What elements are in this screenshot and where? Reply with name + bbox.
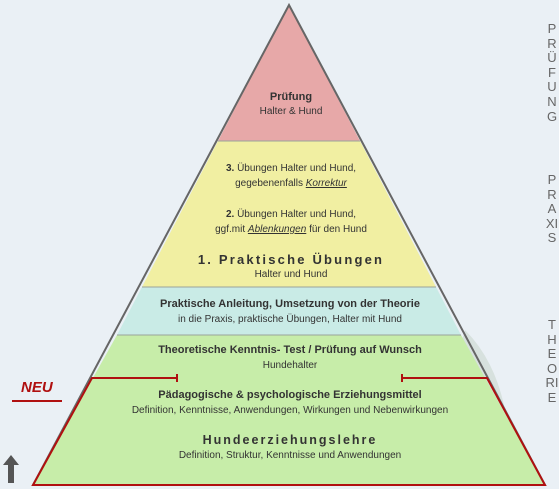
layer-anleitung — [117, 287, 461, 335]
test-title: Theoretische Kenntnis- Test / Prüfung au… — [158, 344, 422, 356]
pruefung-sub: Halter & Hund — [259, 106, 323, 117]
praxis-item-2-emphasis: Ablenkungen — [247, 224, 307, 235]
lehre-title: Hundeerziehungslehre — [202, 433, 378, 447]
lehre-sub: Definition, Struktur, Kenntnisse und Anw… — [178, 450, 402, 461]
praxis-item-3-line2: gegebenenfalls Korrektur — [235, 178, 347, 189]
praxis-item-3-prefix: gegebenenfalls — [235, 178, 303, 189]
anleitung-sub: in die Praxis, praktische Übungen, Halte… — [178, 314, 402, 325]
praxis-item-3-line1: 3. Übungen Halter und Hund, — [226, 163, 356, 174]
praxis-item-2-number: 2. — [225, 209, 235, 220]
neu-bracket — [12, 374, 547, 486]
neu-badge: NEU — [21, 379, 53, 396]
layer-dividers — [117, 140, 461, 336]
pruefung-title: Prüfung — [269, 91, 313, 103]
praxis-item-1-title: 1. Praktische Übungen — [197, 252, 385, 267]
praxis-item-2-prefix: ggf.mit — [215, 224, 246, 235]
praxis-item-2-suffix: für den Hund — [309, 224, 367, 235]
praxis-item-3-text: Übungen Halter und Hund, — [237, 163, 357, 174]
paedagogik-sub: Definition, Kenntnisse, Anwendungen, Wir… — [131, 405, 449, 416]
anleitung-title: Praktische Anleitung, Umsetzung von der … — [160, 298, 420, 310]
arrow-up-icon — [3, 455, 19, 483]
layer-pruefung — [218, 5, 360, 141]
paedagogik-title: Pädagogische & psychologische Erziehungs… — [158, 389, 422, 401]
side-label-pruefung: PRÜFUNG — [546, 21, 558, 124]
side-label-theorie: THEORIE — [545, 317, 559, 405]
praxis-item-2-line2: ggf.mit Ablenkungen für den Hund — [215, 224, 367, 235]
test-sub: Hundehalter — [262, 360, 318, 371]
praxis-item-2-line1: 2. Übungen Halter und Hund, — [226, 209, 356, 220]
layer-praxis — [142, 141, 436, 287]
layer-theorie — [33, 335, 545, 485]
praxis-item-3-number: 3. — [225, 163, 235, 174]
side-label-praxis: PRAXIS — [545, 172, 559, 246]
praxis-item-3-emphasis: Korrektur — [305, 178, 347, 189]
praxis-item-1-sub: Halter und Hund — [254, 269, 328, 280]
praxis-item-2-text: Übungen Halter und Hund, — [237, 209, 357, 220]
